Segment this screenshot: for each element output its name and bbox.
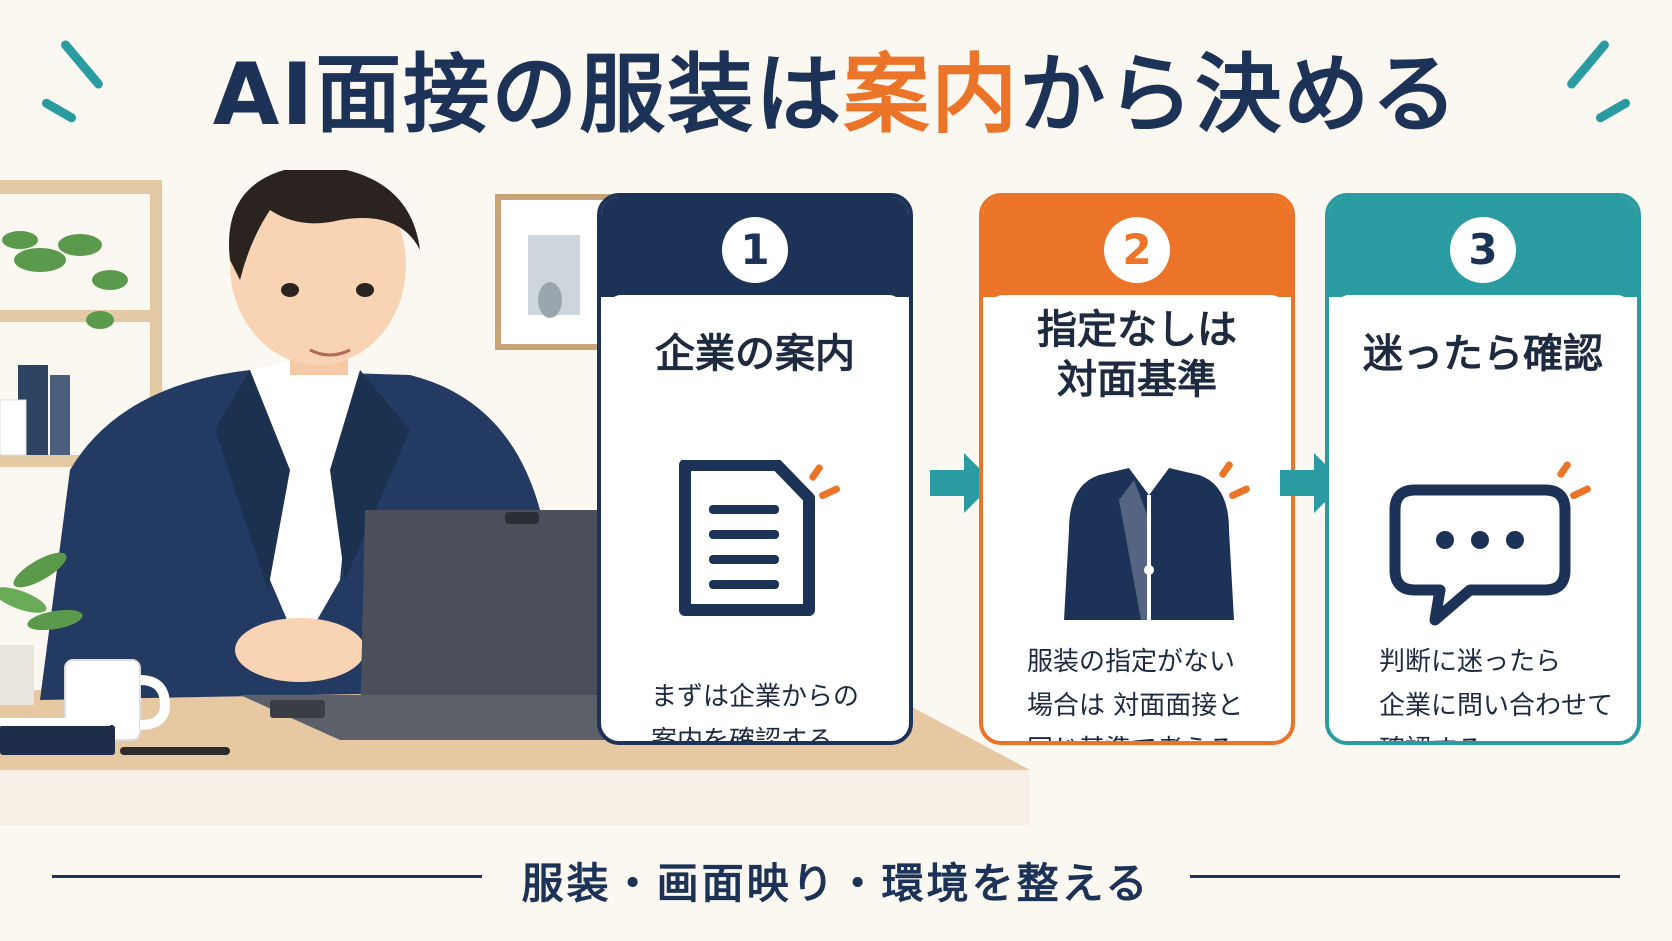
step-number-2: 2 [1104,217,1170,283]
step-card-3: 3 迷ったら確認 判断に迷ったら 企業に問い合わせて 確認する [1325,193,1641,745]
step-number-3: 3 [1450,217,1516,283]
step-card-1: 1 企業の案内 まずは企業からの 案内を確認する [597,193,913,745]
step-number-1: 1 [722,217,788,283]
step-title-1: 企業の案内 [655,331,855,377]
step-card-1-body: 企業の案内 まずは企業からの 案内を確認する [607,295,903,741]
step-desc-2: 服装の指定がない 場合は 対面面接と 同じ基準で考える [1027,640,1265,741]
arrow-icon-1 [930,453,994,513]
footer-line-right [1190,875,1620,878]
step-title-2-line-1: 指定なしは [1037,307,1237,353]
document-icon [679,460,840,616]
step-title-3: 迷ったら確認 [1363,331,1603,377]
step-desc-2-line-2: 場合は 対面面接と [1027,691,1244,721]
step-card-2: 2 指定なしは 対面基準 服装の指定がない 場合は 対面面接と 同じ基準で考える [979,193,1295,745]
potted-plant [0,552,83,705]
step-title-2: 指定なしは 対面基準 [989,305,1285,405]
page-title: AI面接の服装は案内から決める [0,40,1672,150]
shelf-plant [2,231,128,329]
step-desc-3: 判断に迷ったら 企業に問い合わせて 確認する [1379,640,1614,741]
step-desc-2-line-3: 同じ基準で考える [1027,728,1265,741]
step-card-3-body: 迷ったら確認 判断に迷ったら 企業に問い合わせて 確認する [1335,295,1631,741]
title-highlight: 案内 [843,45,1020,145]
step-desc-1-line-2: 案内を確認する [651,726,834,745]
footer-line-left [52,875,482,878]
step-desc-1: まずは企業からの 案内を確認する [651,675,883,745]
step-card-2-body: 指定なしは 対面基準 服装の指定がない 場合は 対面面接と 同じ基準で考える [989,295,1285,741]
title-part-1: AI面接の服装は [212,45,844,145]
chat-bubble-icon [1389,461,1591,626]
step-title-2-line-2: 対面基準 [1057,357,1217,403]
laptop [240,510,655,740]
step-desc-3-line-3: 確認する [1379,728,1611,741]
step-desc-1-line-1: まずは企業からの [651,682,860,712]
jacket-icon [1064,461,1250,620]
step-desc-3-line-2: 企業に問い合わせて [1379,691,1614,721]
step-desc-3-line-1: 判断に迷ったら [1379,647,1562,677]
step-desc-2-line-1: 服装の指定がない [1027,647,1236,677]
footer-caption: 服装・画面映り・環境を整える [521,859,1151,908]
title-part-2: から決める [1019,45,1460,145]
